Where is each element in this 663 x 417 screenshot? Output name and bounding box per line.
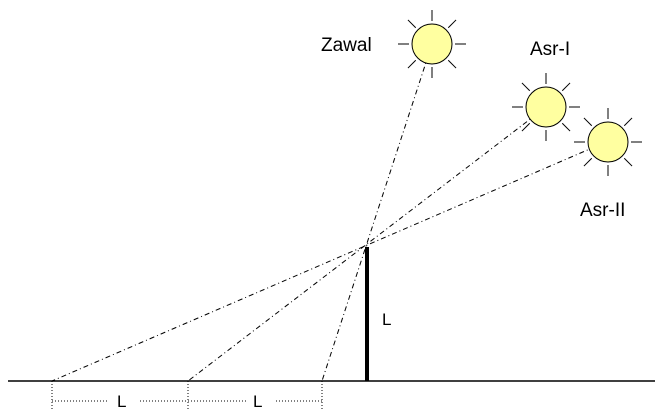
sun-zawal-ray-6 <box>407 19 417 29</box>
ground-label-1: L <box>117 392 126 411</box>
stick-label: L <box>382 310 391 329</box>
sun-asr-i-disk <box>525 86 567 128</box>
sun-zawal-ray-4 <box>407 59 417 69</box>
sun-asr-i-ray-8 <box>561 82 571 92</box>
sun-zawal-ray-8 <box>447 19 457 29</box>
ground-dimensions: L L <box>51 381 323 411</box>
sun-asr-ii-ray-8 <box>623 117 633 127</box>
sun-zawal-ray-2 <box>447 59 457 69</box>
sun-zawal-label: Zawal <box>321 35 372 56</box>
sun-asr-ii-label: Asr-II <box>580 200 625 221</box>
sun-asr-i-ray-6 <box>521 82 531 92</box>
sun-asr-ii-ray-2 <box>623 157 633 167</box>
sun-asr-ii-ray-6 <box>583 117 593 127</box>
asr-ii-ray <box>51 141 607 382</box>
sun-zawal <box>398 10 466 78</box>
sun-asr-i-label: Asr-I <box>530 39 570 60</box>
sun-asr-ii-disk <box>587 121 629 163</box>
sun-asr-i-ray-2 <box>561 122 571 132</box>
sun-asr-i <box>512 73 580 141</box>
sun-asr-i-ray-4 <box>521 122 531 132</box>
ground-label-2: L <box>253 392 262 411</box>
sun-asr-ii <box>574 108 642 176</box>
zawal-ray <box>321 43 433 382</box>
sun-zawal-disk <box>411 23 453 65</box>
sun-asr-ii-ray-4 <box>583 157 593 167</box>
asr-i-ray <box>187 106 547 382</box>
